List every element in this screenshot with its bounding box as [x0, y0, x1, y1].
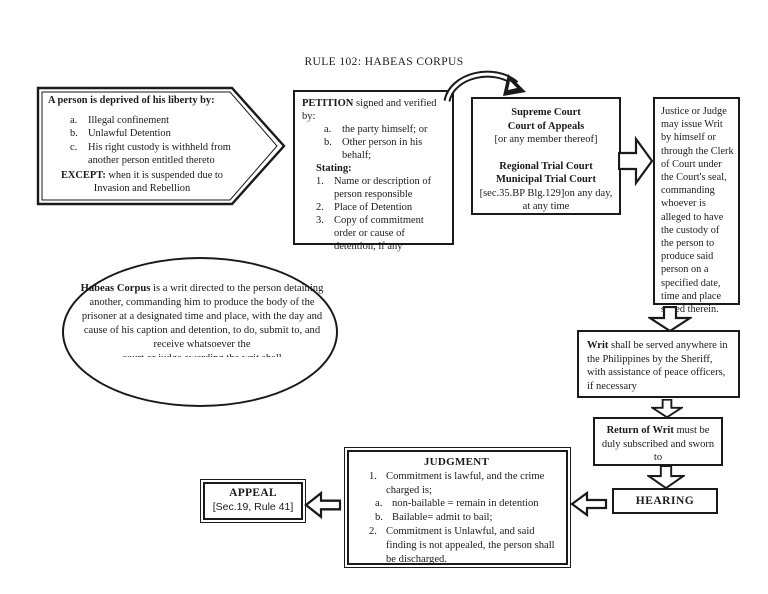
definition-ellipse — [62, 257, 338, 407]
petition-heading: PETITION signed and verified by: — [302, 98, 437, 122]
deprivation-exception: EXCEPT: when it is suspended due to Inva… — [60, 169, 223, 195]
petition-box: PETITION signed and verified by: a. the … — [293, 90, 454, 252]
list-item: 2. Commitment is Unlawful, and said find… — [369, 525, 555, 565]
arrow-left-icon — [304, 491, 342, 519]
judgment-heading: JUDGMENT — [423, 456, 490, 468]
definition-text: Habeas Corpus is a writ directed to the … — [80, 282, 324, 357]
page-title: RULE 102: HABEAS CORPUS — [304, 56, 464, 68]
list-item: 1. Commitment is lawful, and the crime c… — [369, 470, 545, 496]
list-item: 3. Copy of commitment order or cause of … — [316, 215, 424, 252]
appeal-subtitle: [Sec.19, Rule 41] — [212, 501, 294, 513]
courts-box: Supreme Court Court of Appeals [or any m… — [471, 97, 621, 215]
list-item: c. His right custody is withheld from an… — [70, 141, 231, 167]
arrow-right-icon — [618, 136, 654, 186]
judgment-box: JUDGMENT 1. Commitment is lawful, and th… — [344, 447, 571, 568]
list-item: b. Other person in his behalf; — [324, 137, 423, 161]
curved-arrow-icon — [443, 70, 526, 103]
court-line: Court of Appeals — [507, 120, 585, 132]
appeal-box: APPEAL [Sec.19, Rule 41] — [200, 479, 306, 523]
arrow-down-icon — [651, 399, 683, 418]
arrow-down-icon — [648, 306, 692, 332]
return-box: Return of Writ must be duly subscribed a… — [593, 417, 723, 466]
hearing-box: HEARING — [612, 488, 718, 514]
appeal-title: APPEAL — [229, 487, 277, 499]
writ-issue-box: Justice or Judge may issue Writ by himse… — [653, 97, 740, 315]
stating-label: Stating: — [316, 163, 352, 174]
list-item: a. the party himself; or — [324, 124, 428, 135]
list-item: a. Illegal confinement — [70, 114, 170, 126]
list-item: b. Unlawful Detention — [70, 128, 171, 139]
deprivation-pentagon-shape — [36, 86, 286, 206]
arrow-down-icon — [647, 465, 685, 489]
court-line: [or any member thereof] — [494, 134, 598, 145]
court-line: Supreme Court — [511, 107, 581, 118]
deprivation-list: a. Illegal confinement b. Unlawful Deten… — [70, 114, 240, 168]
deprivation-heading: A person is deprived of his liberty by: — [48, 95, 215, 106]
list-item: 1. Name or description of person respons… — [316, 176, 432, 200]
deprivation-box: A person is deprived of his liberty by: … — [44, 94, 246, 196]
list-item: a. non-bailable = remain in detention — [375, 498, 539, 510]
court-line: Regional Trial Court — [499, 160, 593, 172]
list-item: 2. Place of Detention — [316, 202, 413, 213]
court-line: [sec.35.BP Blg.129]on any day, at any ti… — [479, 187, 613, 213]
writ-service-box: Writ shall be served anywhere in the Phi… — [577, 330, 740, 398]
court-line: Municipal Trial Court — [496, 174, 596, 185]
list-item: b. Bailable= admit to bail; — [375, 512, 493, 524]
clipped-definition-line: court or judge awarding the writ shall — [80, 352, 324, 357]
arrow-left-icon — [570, 491, 608, 517]
